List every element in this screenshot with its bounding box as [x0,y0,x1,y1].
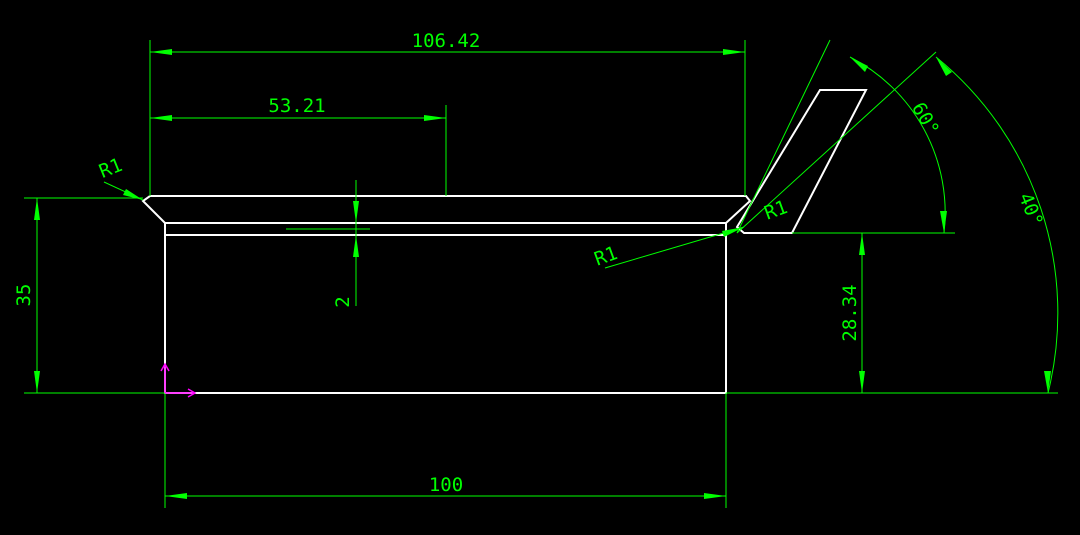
dim-106-label: 106.42 [412,30,481,52]
ucs-origin-icon [160,362,197,398]
ucs-y-arrow [160,362,170,372]
angle-40-arc [935,56,1059,394]
radius-left-label: R1 [96,154,125,183]
ucs-x-arrow [187,388,197,398]
dim-28-arrow-top [859,233,865,255]
radius-leader-line [604,226,745,269]
dim-53-arrow-left [150,115,172,121]
radius-leader-label: R1 [591,242,620,271]
dim-100-label: 100 [429,474,463,496]
part-geometry [141,89,868,394]
body-outline [164,223,727,394]
dim-28-label: 28.34 [839,284,861,341]
dim-28-arrow-bottom [859,371,865,393]
dim-106-arrow-right [723,49,745,55]
angle-40-leg [736,51,937,234]
angle-60-arrow-end [940,211,947,233]
dim-35-arrow-bottom [34,371,40,393]
angle-60-label: 60° [907,99,943,140]
dimension-graphics [24,39,1059,508]
dim-53-label: 53.21 [268,95,325,117]
radius-detail-label: R1 [761,196,790,225]
angle-40-label: 40° [1014,190,1047,230]
angle-40-arrow-start [936,57,952,76]
flange-top-outline [141,195,752,224]
dim-100-arrow-left [165,493,187,499]
dim-53-arrow-right [424,115,446,121]
radius-left-arrow [123,189,143,200]
dimension-labels: 106.42 53.21 100 35 2 28.34 60° 40° R1 R… [13,30,1047,496]
dim-2-arrow-top [353,201,359,223]
radius-leader-arrow [722,227,744,237]
angle-60-arc [849,56,946,234]
angled-detail [735,89,868,234]
angle-60-arrow-start [850,57,868,72]
dim-2-arrow-bottom [353,235,359,257]
dim-2-label: 2 [332,296,354,307]
dim-35-arrow-top [34,198,40,220]
angle-40-arrow-end [1044,371,1051,393]
dim-35-label: 35 [13,284,35,307]
dim-106-arrow-left [150,49,172,55]
dim-100-arrow-right [704,493,726,499]
angle-60-leg [736,39,831,234]
